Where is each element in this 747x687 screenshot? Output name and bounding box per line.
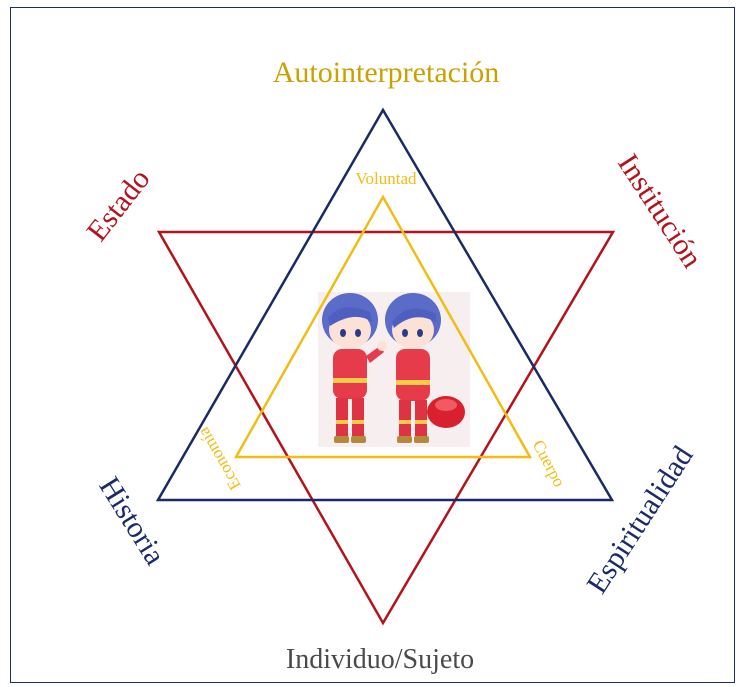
navy-up-triangle [155,107,615,502]
label-economia: Economía [194,424,245,494]
label-autointerpretacion: Autointerpretación [273,56,500,89]
diagram-frame [10,7,735,683]
label-estado: Estado [80,163,156,248]
label-cuerpo: Cuerpo [529,437,569,490]
label-espiritualidad: Espiritualidad [580,440,699,599]
label-voluntad: Voluntad [355,169,417,188]
gold-inner-triangle [233,194,533,459]
label-historia: Historia [92,471,171,570]
two-firefighter-children-icon [318,292,470,447]
red-down-triangle [156,230,616,626]
label-institucion: Institución [611,148,709,274]
label-individuo-sujeto: Individuo/Sujeto [286,644,474,675]
